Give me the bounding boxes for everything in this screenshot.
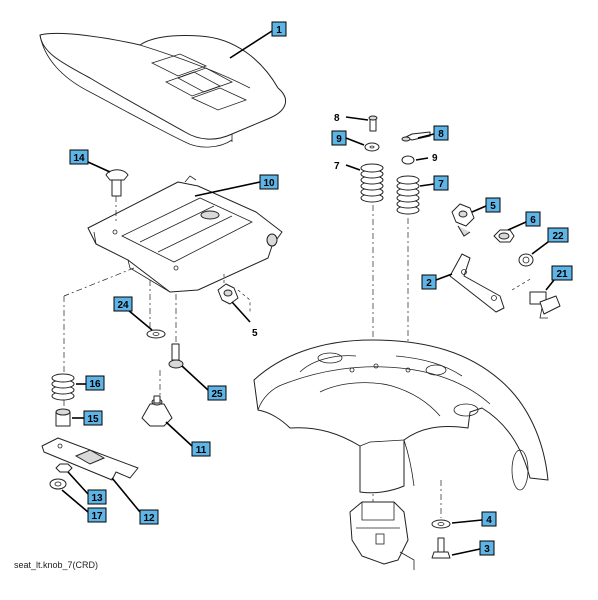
- spacer-15: [55, 408, 71, 427]
- callout-washer-9-right: 9: [415, 153, 438, 164]
- svg-text:22: 22: [552, 231, 564, 242]
- bracket-12: [41, 437, 139, 481]
- bolt-25: [168, 343, 184, 369]
- nut-22: [518, 253, 534, 267]
- callout-knob-right: 5: [471, 197, 501, 213]
- callout-washer-9-left: 9: [331, 130, 365, 146]
- svg-text:8: 8: [334, 113, 340, 124]
- svg-text:11: 11: [196, 445, 207, 456]
- seat-pan: [87, 175, 283, 293]
- callout-bolt-25: 25: [181, 365, 227, 401]
- seat-panels: [150, 53, 248, 111]
- svg-text:9: 9: [336, 134, 342, 145]
- bracket-2: [449, 253, 533, 313]
- washer-9-right: [401, 155, 415, 165]
- svg-text:16: 16: [89, 379, 101, 390]
- svg-text:2: 2: [426, 278, 432, 289]
- callout-spring-7-right: 7: [419, 175, 449, 191]
- callout-bracket-12: 12: [111, 477, 159, 525]
- spring-16: [51, 373, 75, 401]
- svg-text:1: 1: [276, 25, 282, 36]
- diagram-caption: seat_lt.knob_7(CRD): [14, 560, 99, 570]
- callout-nut-13: 13: [67, 471, 107, 505]
- svg-text:24: 24: [117, 300, 129, 311]
- svg-text:7: 7: [438, 179, 444, 190]
- callout-knob-left: 5: [231, 301, 258, 339]
- seat-cushion: [39, 32, 286, 148]
- svg-text:10: 10: [263, 178, 275, 189]
- svg-text:9: 9: [432, 153, 438, 164]
- svg-text:15: 15: [87, 414, 99, 425]
- carriage-bolt: [105, 169, 129, 222]
- bolt-21: [529, 291, 561, 319]
- washer-24: [146, 329, 166, 339]
- svg-text:25: 25: [211, 389, 223, 400]
- callout-nut-6: 6: [507, 211, 541, 231]
- nut-6: [493, 229, 515, 243]
- callout-nut-22: 22: [531, 227, 569, 255]
- callout-seat-pan: 10: [194, 174, 279, 197]
- callout-bracket-2: 2: [421, 273, 453, 290]
- svg-text:4: 4: [486, 515, 492, 526]
- bolt-8-left: [368, 115, 378, 132]
- spring-7-right: [396, 175, 420, 215]
- callout-washer-17: 17: [61, 489, 107, 523]
- svg-text:8: 8: [438, 129, 444, 140]
- svg-text:17: 17: [91, 511, 103, 522]
- svg-text:12: 12: [143, 513, 155, 524]
- pan-mount-lines: [63, 267, 177, 418]
- callout-bolt-21: 21: [545, 265, 573, 291]
- callout-spring-7-left: 7: [334, 161, 361, 172]
- knob-11: [141, 395, 173, 427]
- callout-seat: 1: [229, 21, 287, 59]
- callout-bolt-8-right: 8: [417, 125, 449, 141]
- fender-frame: [253, 339, 549, 494]
- knob-left: [217, 274, 251, 312]
- callout-washer-24: 24: [113, 296, 153, 331]
- bolt-8-right: [401, 131, 431, 142]
- svg-text:5: 5: [252, 328, 258, 339]
- callout-carriage-bolt: 14: [69, 149, 111, 173]
- svg-text:5: 5: [490, 201, 496, 212]
- svg-text:7: 7: [334, 161, 340, 172]
- callout-knob-11: 11: [165, 421, 211, 457]
- lower-frame-bracket: [349, 501, 415, 570]
- callout-spring-16: 16: [76, 375, 105, 391]
- knob-right: [451, 203, 475, 237]
- svg-text:14: 14: [73, 153, 85, 164]
- callout-spacer-15: 15: [72, 410, 103, 426]
- washer-9-left: [364, 142, 380, 152]
- callout-bolt-8-left: 8: [334, 113, 369, 124]
- bolt-3: [431, 537, 451, 559]
- nut-13: [55, 463, 73, 473]
- svg-text:21: 21: [556, 269, 568, 280]
- spring-7-left: [360, 163, 384, 203]
- washer-17: [49, 478, 67, 490]
- callout-bolt-3: 3: [451, 540, 495, 556]
- callout-washer-4: 4: [451, 511, 497, 527]
- svg-text:6: 6: [530, 215, 536, 226]
- svg-text:3: 3: [484, 544, 490, 555]
- svg-text:13: 13: [91, 493, 103, 504]
- washer-4: [431, 519, 451, 529]
